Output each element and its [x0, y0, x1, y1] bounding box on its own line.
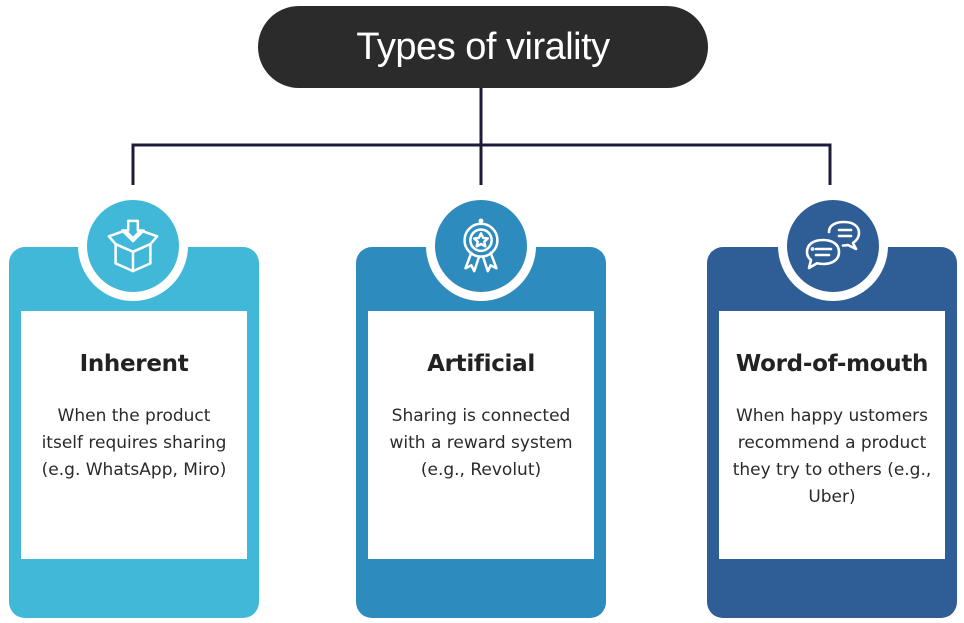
- card-word-of-mouth-icon-ring: [778, 191, 888, 301]
- card-inherent-title: Inherent: [79, 351, 189, 377]
- card-word-of-mouth-line: recommend a product: [737, 433, 927, 453]
- card-word-of-mouth-line: Uber): [808, 487, 856, 507]
- card-artificial-description: Sharing is connected with a reward syste…: [381, 403, 581, 484]
- card-inherent-line: When the product: [57, 406, 211, 426]
- award-ribbon-star-icon: [463, 218, 499, 273]
- card-artificial-icon-disc: [435, 200, 527, 292]
- card-word-of-mouth-title: Word-of-mouth: [735, 351, 929, 377]
- diagram-title: Types of virality: [258, 6, 708, 88]
- card-inherent-body: Inherent When the product itself require…: [21, 311, 247, 559]
- card-word-of-mouth-line: When happy ustomers: [735, 406, 929, 426]
- card-inherent-description: When the product itself requires sharing…: [34, 403, 234, 484]
- card-word-of-mouth-description: When happy ustomers recommend a product …: [732, 403, 932, 511]
- card-artificial-title: Artificial: [427, 351, 535, 377]
- card-inherent-line: (e.g. WhatsApp, Miro): [41, 460, 227, 480]
- chat-bubbles-icon: [805, 220, 861, 270]
- card-inherent-icon-ring: [78, 191, 188, 301]
- card-artificial-line: Sharing is connected: [391, 406, 571, 426]
- diagram-title-text: Types of virality: [356, 25, 610, 68]
- card-word-of-mouth-body: Word-of-mouth When happy ustomers recomm…: [719, 311, 945, 559]
- open-box-download-icon: [107, 219, 159, 273]
- card-inherent: Inherent When the product itself require…: [9, 247, 259, 618]
- card-artificial-body: Artificial Sharing is connected with a r…: [368, 311, 594, 559]
- card-artificial: Artificial Sharing is connected with a r…: [356, 247, 606, 618]
- card-word-of-mouth-icon-disc: [787, 200, 879, 292]
- card-artificial-line: with a reward system: [389, 433, 573, 453]
- card-word-of-mouth-line: they try to others (e.g.,: [732, 460, 932, 480]
- card-inherent-icon-disc: [87, 200, 179, 292]
- card-word-of-mouth: Word-of-mouth When happy ustomers recomm…: [707, 247, 957, 618]
- card-artificial-icon-ring: [426, 191, 536, 301]
- card-artificial-line: (e.g., Revolut): [420, 460, 542, 480]
- card-inherent-line: itself requires sharing: [41, 433, 227, 453]
